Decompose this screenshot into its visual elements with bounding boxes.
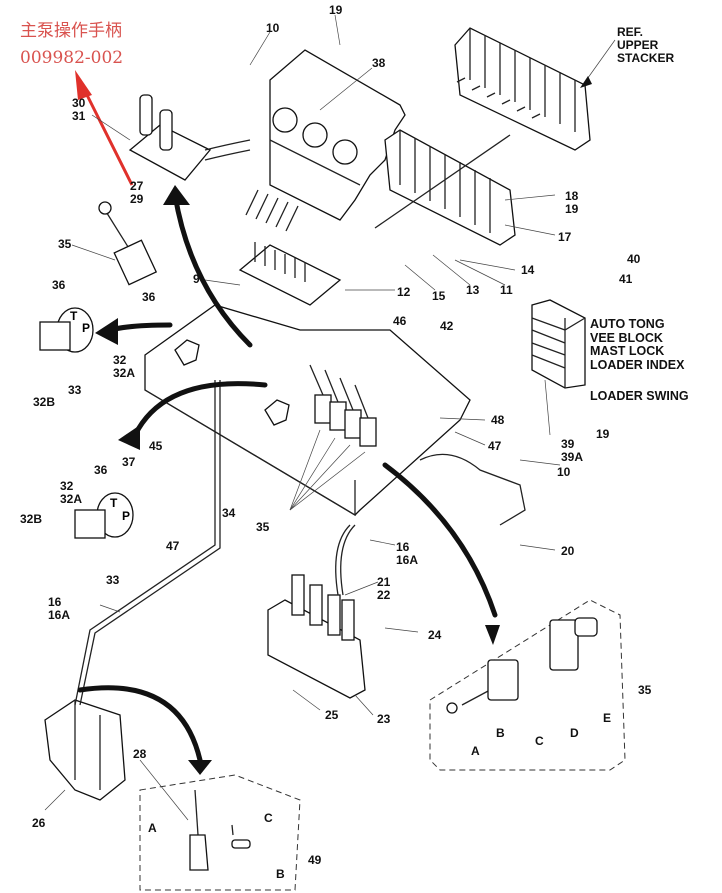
- svg-text:P: P: [82, 321, 90, 335]
- kit-49-box: [139, 774, 301, 891]
- annotation-part-number: 009982-002: [20, 48, 124, 68]
- ref-upper-stacker-label: REF. UPPER STACKER: [617, 25, 675, 65]
- callout-24: 24: [428, 628, 442, 642]
- callout-49-A: A: [148, 821, 157, 835]
- callout-21-22: 21 22: [377, 575, 391, 602]
- callout-26: 26: [32, 816, 46, 830]
- callout-32-32a: 32 32A: [113, 353, 136, 380]
- callout-49: 49: [308, 853, 322, 867]
- base-plate: [144, 304, 471, 517]
- joystick-left: [98, 201, 158, 286]
- callout-47: 47: [488, 439, 502, 453]
- switch-block: [531, 299, 586, 389]
- callout-35-mid: 35: [256, 520, 270, 534]
- callout-16-16a-left: 16 16A: [48, 595, 71, 622]
- flow-arrows: [77, 185, 500, 775]
- callout-40: 40: [627, 252, 641, 266]
- pressure-switch-lower: T P: [74, 492, 134, 539]
- switch-label-auto-tong: AUTO TONG: [590, 317, 665, 331]
- callout-35-B: B: [496, 726, 505, 740]
- callout-45: 45: [149, 439, 163, 453]
- lever-assembly: [238, 189, 342, 306]
- callout-34: 34: [222, 506, 236, 520]
- callout-49-B: B: [276, 867, 285, 881]
- middle-valve-bank: [374, 129, 516, 246]
- callout-15: 15: [432, 289, 446, 303]
- callout-20: 20: [561, 544, 575, 558]
- callout-13: 13: [466, 283, 480, 297]
- callout-11: 11: [500, 283, 513, 297]
- callout-23: 23: [377, 712, 391, 726]
- callout-35-left: 35: [58, 237, 72, 251]
- callout-33: 33: [68, 383, 82, 397]
- callout-37: 37: [122, 455, 136, 469]
- solenoid-valve-bank: [267, 574, 366, 699]
- callout-14: 14: [521, 263, 535, 277]
- callout-33-b: 33: [106, 573, 120, 587]
- pump-handle-assembly: [128, 94, 251, 181]
- svg-text:T: T: [110, 496, 118, 510]
- callout-12: 12: [397, 285, 411, 299]
- callout-10-b: 10: [557, 465, 571, 479]
- callout-32b: 32B: [33, 395, 56, 409]
- callout-10: 10: [266, 21, 280, 35]
- bracket: [419, 453, 526, 526]
- callout-32-32a-lower: 32 32A: [60, 479, 83, 506]
- joystick-group: [309, 364, 377, 447]
- annotation-arrow: [75, 70, 134, 186]
- callout-19-b: 19: [596, 427, 610, 441]
- callout-38: 38: [372, 56, 386, 70]
- pressure-switch-upper: T P: [39, 307, 94, 353]
- switch-label-mast-lock: MAST LOCK: [590, 344, 665, 358]
- callout-47-b: 47: [166, 539, 180, 553]
- upper-stacker-valve: [454, 27, 616, 151]
- callout-32b-lower: 32B: [20, 512, 43, 526]
- callout-9: 9: [193, 272, 200, 286]
- callout-36-b: 36: [142, 290, 156, 304]
- callout-30-31: 30 31: [72, 96, 86, 123]
- main-panel: [269, 49, 406, 221]
- callout-36-c: 36: [94, 463, 108, 477]
- svg-text:P: P: [122, 509, 130, 523]
- callout-35-D: D: [570, 726, 579, 740]
- callout-25: 25: [325, 708, 339, 722]
- callout-28: 28: [133, 747, 147, 761]
- callout-19: 19: [329, 3, 343, 17]
- callout-41: 41: [619, 272, 633, 286]
- switch-label-loader-swing: LOADER SWING: [590, 389, 689, 403]
- switch-label-vee-block: VEE BLOCK: [590, 331, 663, 345]
- callout-42: 42: [440, 319, 454, 333]
- callout-49-C: C: [264, 811, 273, 825]
- callout-39-39a: 39 39A: [561, 437, 584, 464]
- callout-18-19: 18 19: [565, 189, 579, 216]
- callout-46: 46: [393, 314, 407, 328]
- svg-text:T: T: [70, 309, 78, 323]
- control-valve: [44, 699, 126, 801]
- cables: [74, 380, 356, 706]
- kit-35-parts: [446, 617, 598, 714]
- callout-16-16a-mid: 16 16A: [396, 540, 419, 567]
- callout-35-C: C: [535, 734, 544, 748]
- callout-35-E: E: [603, 711, 612, 725]
- callout-17: 17: [558, 230, 572, 244]
- callout-48: 48: [491, 413, 505, 427]
- kit-49-parts: [189, 789, 251, 871]
- kit-35-box: [429, 599, 626, 771]
- callout-35-kit: 35: [638, 683, 652, 697]
- callout-36-a: 36: [52, 278, 66, 292]
- annotation-title: 主泵操作手柄: [20, 21, 122, 41]
- callout-35-A: A: [471, 744, 480, 758]
- switch-label-loader-index: LOADER INDEX: [590, 358, 685, 372]
- leader-lines: [44, 14, 561, 821]
- callout-27-29: 27 29: [130, 179, 144, 206]
